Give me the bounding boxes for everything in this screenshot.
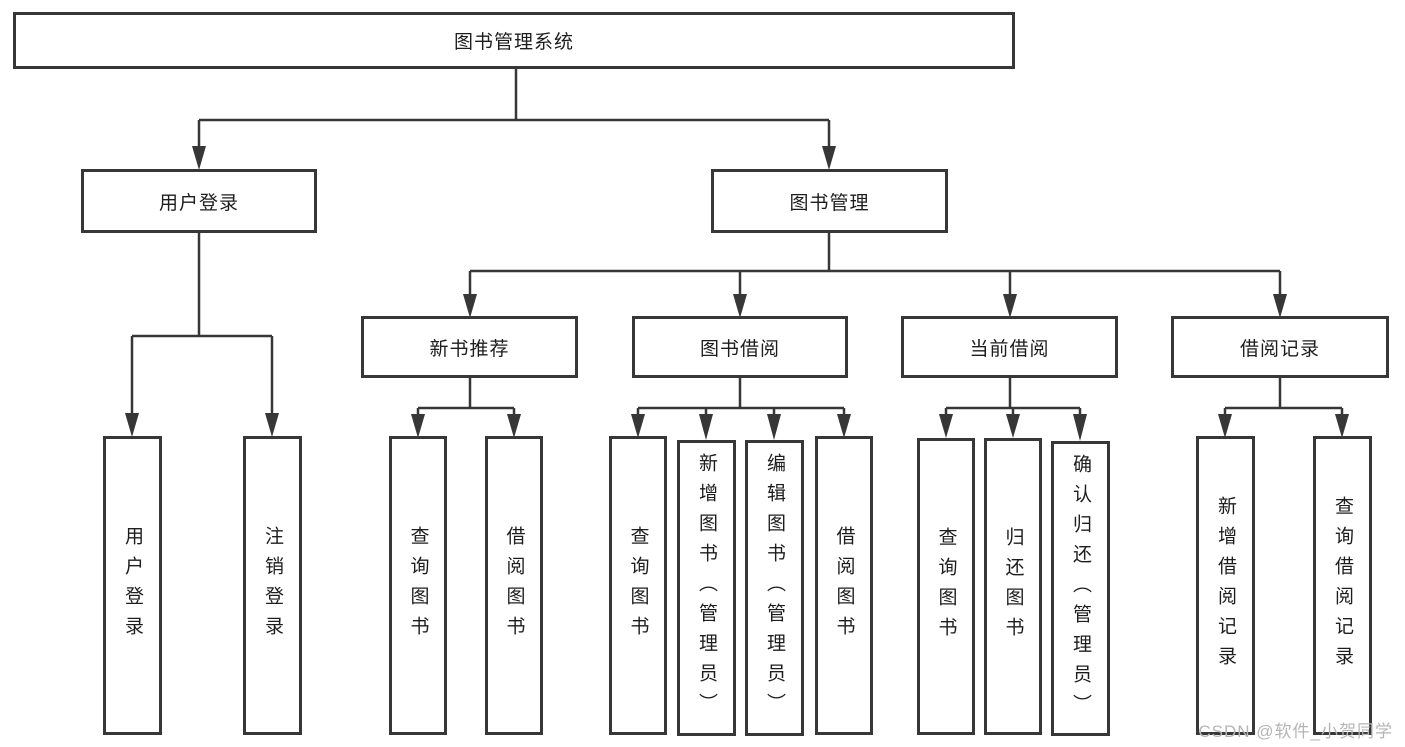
leaf-borrow-edit-admin: 编辑图书（管理员） xyxy=(745,440,804,736)
leaf-borrow-add-admin: 新增图书（管理员） xyxy=(677,440,736,736)
leaf-newbook-query: 查询图书 xyxy=(389,436,447,735)
leaf-borrow-query: 查询图书 xyxy=(609,436,667,735)
leaf-user-login: 用户登录 xyxy=(103,436,162,735)
node-borrow-records: 借阅记录 xyxy=(1171,316,1389,378)
node-root: 图书管理系统 xyxy=(13,12,1015,69)
leaf-logout: 注销登录 xyxy=(243,436,302,735)
node-book-management: 图书管理 xyxy=(711,169,948,233)
leaf-record-add: 新增借阅记录 xyxy=(1196,436,1255,735)
leaf-newbook-borrow: 借阅图书 xyxy=(485,436,543,735)
node-book-borrow: 图书借阅 xyxy=(632,316,848,378)
leaf-current-return: 归还图书 xyxy=(984,438,1042,735)
leaf-record-query: 查询借阅记录 xyxy=(1313,436,1372,735)
node-current-borrow: 当前借阅 xyxy=(901,316,1118,378)
node-new-book-recommend: 新书推荐 xyxy=(361,316,578,378)
leaf-current-query: 查询图书 xyxy=(917,438,975,735)
leaf-borrow-borrow: 借阅图书 xyxy=(815,436,873,735)
leaf-current-confirm-admin: 确认归还（管理员） xyxy=(1051,441,1110,736)
csdn-watermark: CSDN @软件_小贺同学 xyxy=(1198,722,1393,741)
arrowhead-icons xyxy=(125,146,1349,441)
node-user-login: 用户登录 xyxy=(81,169,317,233)
